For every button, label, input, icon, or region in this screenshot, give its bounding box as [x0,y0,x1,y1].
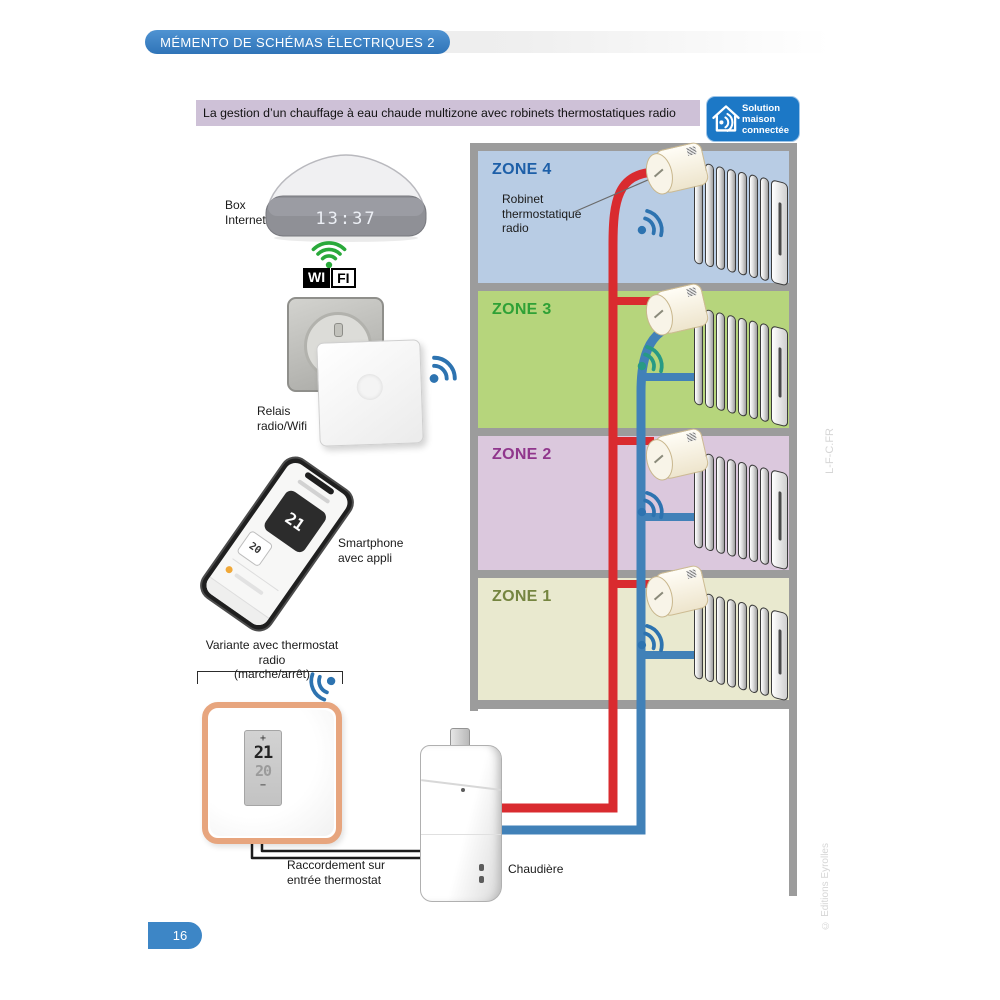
side-watermark: L-F-C.FR [824,428,836,474]
radiator-fin [716,311,725,412]
zone-2-label: ZONE 2 [492,446,552,463]
radiator-fin [749,173,758,279]
radio-thermostat: + 21 20 − [202,702,342,844]
radiator-fin [760,176,769,282]
internet-box-drawing: 13:37 [265,154,427,242]
radiator-fin [738,600,747,692]
section-title-text: La gestion d’un chauffage à eau chaude m… [203,106,676,120]
connection-label: Raccordement sur entrée thermostat [287,858,386,887]
house-wifi-icon [712,105,740,132]
page-number: 16 [148,922,202,949]
wifi-logo-wi: WI [303,268,331,288]
zone-4-label: ZONE 4 [492,161,552,178]
internet-box-label: Box Internet [225,198,266,227]
page-title: MÉMENTO DE SCHÉMAS ÉLECTRIQUES 2 [145,30,450,54]
building-top-wall [470,143,797,151]
minus-button: − [259,780,267,791]
floor-slab [470,570,797,578]
earth-pin [334,323,343,337]
radiator-fin [760,466,769,566]
radiator-front-fin [771,469,788,571]
radiator-fin [716,455,725,555]
radiator-fin [727,598,736,689]
radiator-fin [727,168,736,274]
thermostat-setpoint: 20 [254,762,272,780]
radiator-front-fin [771,609,788,702]
smartphone-screen: 21 20 [202,458,352,630]
smartphone: 21 20 [193,450,361,638]
variant-bracket [197,671,343,684]
radiator-fin [716,165,725,271]
radio-wave-icon [415,335,471,391]
badge-line: maison [742,113,776,125]
zone-3-label: ZONE 3 [492,301,552,318]
badge-line: connectée [742,124,789,136]
valve-display [686,146,697,156]
smartphone-label: Smartphone avec appli [338,536,404,565]
radio-wave-icon [632,332,676,376]
internet-box: 13:37 [262,150,430,242]
solution-maison-connectee-badge: Solution maison connectée [706,96,800,142]
radiator-fin [738,460,747,561]
app-status-dot [224,564,234,575]
radiator-fin [760,606,769,697]
app-setpoint: 20 [236,529,274,568]
thermostat-temperature: 21 [253,743,274,763]
floor-slab [470,700,797,709]
valve-display [686,287,697,297]
box-clock: 13:37 [315,209,376,229]
plus-button: + [259,733,267,744]
variant-label: Variante avec thermostat radio (marche/a… [205,638,339,681]
wifi-logo: WI FI [303,268,356,288]
wifi-logo-fi: FI [331,268,356,288]
floor-slab [470,428,797,436]
radiator-fin [749,463,758,563]
valve-display [686,569,697,579]
radiator-fin [749,319,758,420]
phone-notch [303,471,336,496]
radiator-front-fin [771,179,788,287]
thermostat-display: + 21 20 − [244,730,282,806]
radio-wave-icon [632,196,676,240]
relay-label: Relais radio/Wifi [257,404,308,433]
copyright-text: © Editions Eyrolles [820,843,831,931]
zone-1-label: ZONE 1 [492,588,552,605]
wifi-icon [311,241,347,269]
radio-wave-icon [632,478,676,522]
floor-slab [470,283,797,291]
app-nav-bar [202,576,270,630]
radio-wave-icon [632,611,676,655]
radiator-fin [727,458,736,558]
header-title-text: MÉMENTO DE SCHÉMAS ÉLECTRIQUES 2 [160,34,435,50]
building-right-wall [789,143,797,896]
radiator-fin [760,322,769,423]
radiator-fin [716,595,725,686]
radiator-fin [738,170,747,277]
radio-wifi-relay [316,339,424,447]
building-left-wall [470,143,478,711]
radiator-fin [749,603,758,694]
thermostat-wires [250,844,420,860]
valve-annotation: Robinet thermostatique radio [502,192,582,235]
valve-display [686,432,697,442]
radiator-fin [727,314,736,415]
radiator-fin [738,316,747,418]
boiler [420,745,502,902]
relay-led [356,373,384,401]
boiler-label: Chaudière [508,862,564,876]
radiator-front-fin [771,325,788,428]
section-title: La gestion d’un chauffage à eau chaude m… [196,100,700,126]
badge-line: Solution [742,102,780,114]
